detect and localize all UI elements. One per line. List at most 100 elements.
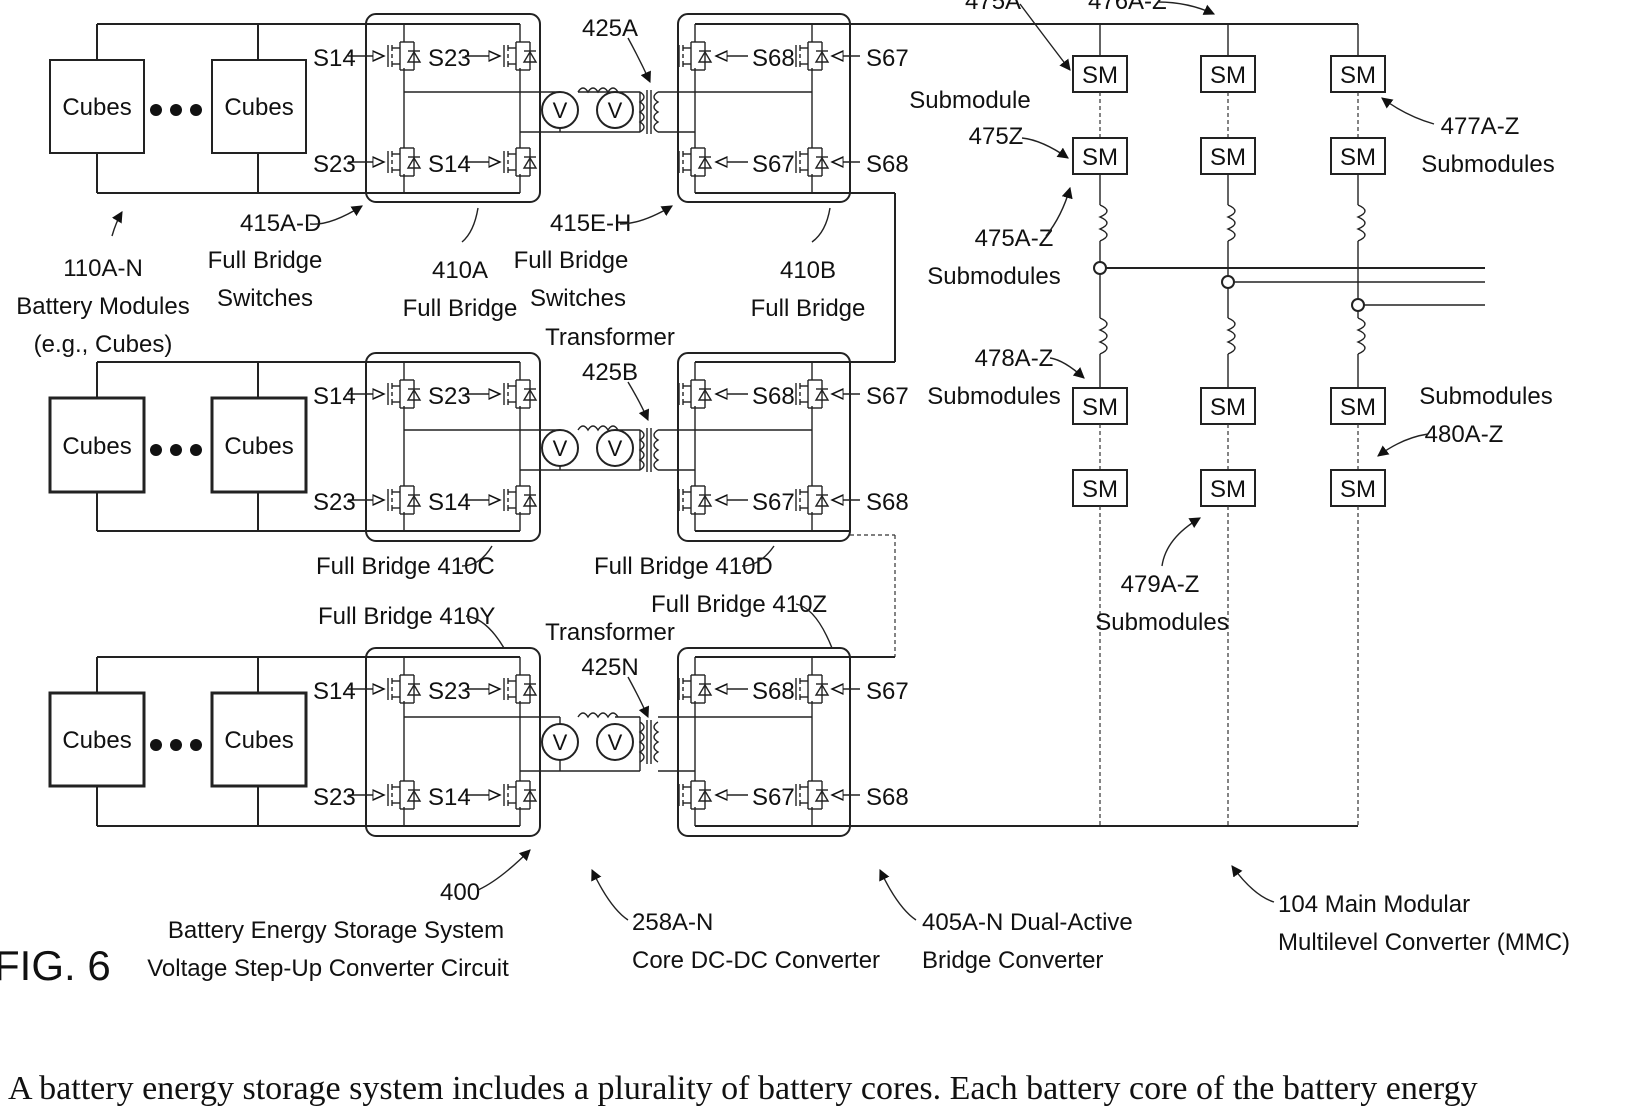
switch-label-s68: S68 [752,45,795,72]
switch-label-s67: S67 [866,383,909,410]
submodules-label: Submodules [1095,609,1228,636]
cubes-label: Cubes [62,727,131,754]
svg-text:V: V [608,730,623,755]
full-bridge-410a-name: Full Bridge [403,295,518,322]
cubes-label: Cubes [224,94,293,121]
submodule-477az-ref: 477A-Z [1441,113,1520,140]
stage-1: Cubes Cubes S14 S23 S23 S14 V [50,14,940,202]
battery-modules-ref: 110A-N [63,255,143,282]
svg-text:V: V [553,436,568,461]
switch-label-s23: S23 [428,678,471,705]
sm-label: SM [1210,62,1246,89]
sm-label: SM [1210,144,1246,171]
switch-label-s23: S23 [428,45,471,72]
switch-label-s23: S23 [313,151,356,178]
circuit-diagram: Cubes Cubes S14 S23 S23 S14 V [0,0,1635,1035]
submodule-475a-ref: 475A [965,0,1021,15]
stage-2: Cubes Cubes S14 S23 S23 S14 V V [50,353,909,541]
switch-label-s67: S67 [866,678,909,705]
transformer-425a-ref: 425A [582,15,638,42]
bess-label: Voltage Step-Up Converter Circuit [147,955,509,982]
switch-label-s14: S14 [428,151,471,178]
svg-text:V: V [553,730,568,755]
submodules-label: Submodules [1419,383,1552,410]
submodule-475z-ref: 475Z [969,123,1024,150]
sm-label: SM [1082,62,1118,89]
submodules-label: Submodules [927,263,1060,290]
full-bridge-410b-ref: 410B [780,257,836,284]
inductor-icon [1100,318,1107,354]
switch-label-s67: S67 [752,489,795,516]
full-bridge-410b-name: Full Bridge [751,295,866,322]
full-bridge-410z-label: Full Bridge 410Z [651,591,827,618]
submodule-478az-ref: 478A-Z [975,345,1054,372]
switch-label-s23: S23 [313,784,356,811]
switch-label-s14: S14 [313,678,356,705]
transformer-425b-ref: 425B [582,359,638,386]
switches-eh-ref: 415E-H [550,210,631,237]
full-bridge-switches-label: Full Bridge [208,247,323,274]
full-bridge-410a-ref: 410A [432,257,488,284]
switch-label-s14: S14 [428,784,471,811]
switch-label-s68: S68 [866,151,909,178]
battery-modules-name: Battery Modules [16,293,189,320]
switch-label-s14: S14 [313,383,356,410]
caption-text: A battery energy storage system includes… [8,1070,1635,1118]
full-bridge-switches-label: Full Bridge [514,247,629,274]
switch-label-s23: S23 [428,383,471,410]
bess-label: Battery Energy Storage System [168,917,504,944]
dab-name: Bridge Converter [922,947,1103,974]
stage-3: Cubes Cubes S14 S23 S23 S14 V V [50,648,1358,836]
full-bridge-410c-label: Full Bridge 410C [316,553,495,580]
switch-label-s67: S67 [752,151,795,178]
submodules-label: Submodules [1421,151,1554,178]
switches-ad-ref: 415A-D [240,210,321,237]
switch-label-s67: S67 [866,45,909,72]
full-bridge-switches-label: Switches [530,285,626,312]
svg-text:V: V [608,98,623,123]
submodule-480az-ref: 480A-Z [1425,421,1504,448]
transformer-425n-label: Transformer [545,619,675,646]
submodule-479az-ref: 479A-Z [1121,571,1200,598]
transformer-425b-label: Transformer [545,324,675,351]
submodules-label: Submodules [927,383,1060,410]
cubes-label: Cubes [224,433,293,460]
cubes-label: Cubes [62,94,131,121]
sm-label: SM [1340,476,1376,503]
sm-label: SM [1082,144,1118,171]
switch-label-s68: S68 [866,489,909,516]
inductor-icon [1358,318,1365,354]
core-dcdc-ref: 258A-N [632,909,713,936]
submodule-label: Submodule [909,87,1030,114]
switch-label-s68: S68 [866,784,909,811]
inductor-icon [1228,205,1235,241]
switch-label-s67: S67 [752,784,795,811]
inductor-icon [1358,205,1365,241]
sm-label: SM [1340,394,1376,421]
submodule-475az-ref: 475A-Z [975,225,1054,252]
svg-text:V: V [553,98,568,123]
figure-label: FIG. 6 [0,942,111,989]
mmc-name: Multilevel Converter (MMC) [1278,929,1570,956]
battery-modules-eg: (e.g., Cubes) [34,331,173,358]
switch-label-s23: S23 [313,489,356,516]
submodule-476-ref: 476A-Z [1088,0,1167,15]
full-bridge-switches-label: Switches [217,285,313,312]
switch-label-s68: S68 [752,678,795,705]
dab-ref: 405A-N Dual-Active [922,909,1133,936]
sm-label: SM [1082,394,1118,421]
sm-label: SM [1210,394,1246,421]
sm-label: SM [1340,144,1376,171]
switch-label-s14: S14 [313,45,356,72]
svg-text:V: V [608,436,623,461]
switch-label-s68: S68 [752,383,795,410]
inductor-icon [1228,318,1235,354]
ref-400: 400 [440,879,480,906]
core-dcdc-name: Core DC-DC Converter [632,947,880,974]
cubes-label: Cubes [224,727,293,754]
sm-label: SM [1340,62,1376,89]
sm-label: SM [1082,476,1118,503]
switch-label-s14: S14 [428,489,471,516]
full-bridge-410d-label: Full Bridge 410D [594,553,773,580]
inductor-icon [1100,205,1107,241]
